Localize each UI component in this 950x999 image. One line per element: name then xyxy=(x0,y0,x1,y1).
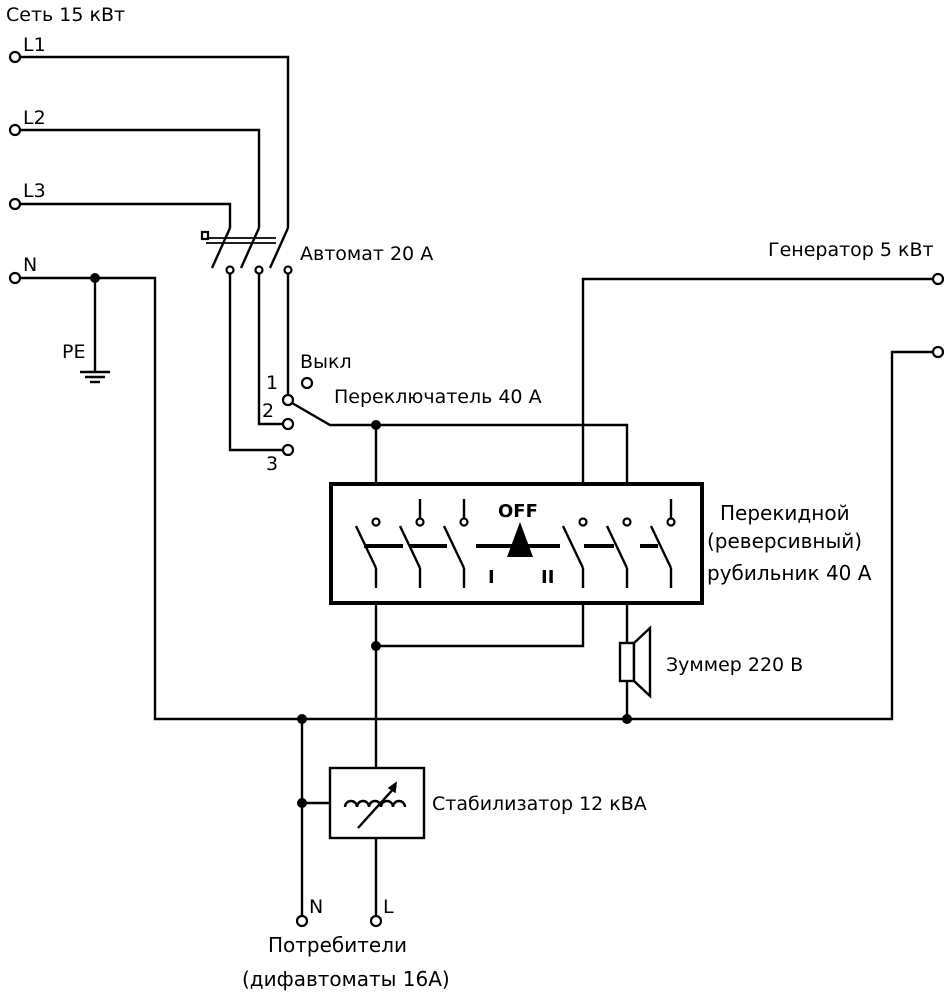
terminal-l2 xyxy=(8,123,22,137)
selector-pos-2: 2 xyxy=(262,400,274,422)
selector-switch xyxy=(281,376,376,457)
consumer-terminal-l xyxy=(369,914,383,928)
selector-contact-1 xyxy=(281,393,295,407)
phase-label-l1: L1 xyxy=(23,34,46,56)
phase-label-l2: L2 xyxy=(23,107,46,129)
neutral-wire xyxy=(20,273,933,721)
selector-off-label: Выкл xyxy=(300,351,352,373)
breaker-output-wires xyxy=(228,274,290,452)
stabilizer-symbol xyxy=(328,766,426,840)
terminal-l3 xyxy=(8,197,22,211)
buzzer-symbol xyxy=(618,625,652,699)
changeover-label-line3: рубильник 40 А xyxy=(707,561,872,585)
phase-wires xyxy=(20,55,290,228)
stabilizer-label: Стабилизатор 12 кВА xyxy=(432,793,647,815)
load-wires xyxy=(371,603,632,768)
changeover-off-label: OFF xyxy=(498,501,538,522)
earth-symbol xyxy=(80,370,110,384)
changeover-pos-1: I xyxy=(488,567,495,588)
selector-pos-1: 1 xyxy=(266,372,278,394)
terminal-n xyxy=(8,271,22,285)
generator-terminal-n xyxy=(931,345,945,359)
generator-feed-wire xyxy=(581,277,933,522)
terminal-l1 xyxy=(8,50,22,64)
consumer-terminal-n xyxy=(295,914,309,928)
changeover-pos-2: II xyxy=(541,567,554,588)
changeover-label-line2: (реверсивный) xyxy=(707,529,862,553)
buzzer-label: Зуммер 220 В xyxy=(666,654,803,676)
breaker-label: Автомат 20 А xyxy=(300,243,433,265)
neutral-label: N xyxy=(23,254,37,276)
selector-contact-3 xyxy=(281,443,295,457)
mains-terminals xyxy=(8,50,22,285)
phase-label-l3: L3 xyxy=(23,180,46,202)
selector-off-contact xyxy=(300,376,314,390)
selector-pos-3: 3 xyxy=(266,453,278,475)
changeover-switch xyxy=(329,482,704,605)
selector-label: Переключатель 40 А xyxy=(334,386,542,408)
stabilizer-wires xyxy=(297,714,378,916)
changeover-label-line1: Перекидной xyxy=(720,501,850,525)
consumers-title: Потребители xyxy=(268,933,407,957)
consumers-subtitle: (дифавтоматы 16А) xyxy=(242,967,450,991)
consumer-n-label: N xyxy=(309,896,323,918)
generator-terminal-l xyxy=(931,272,945,286)
consumer-l-label: L xyxy=(383,896,394,918)
selector-contact-2 xyxy=(281,417,295,431)
breaker-symbol xyxy=(200,227,293,275)
earth-label: PE xyxy=(62,341,85,363)
generator-label: Генератор 5 кВт xyxy=(768,239,934,261)
mains-title: Сеть 15 кВт xyxy=(6,4,125,26)
